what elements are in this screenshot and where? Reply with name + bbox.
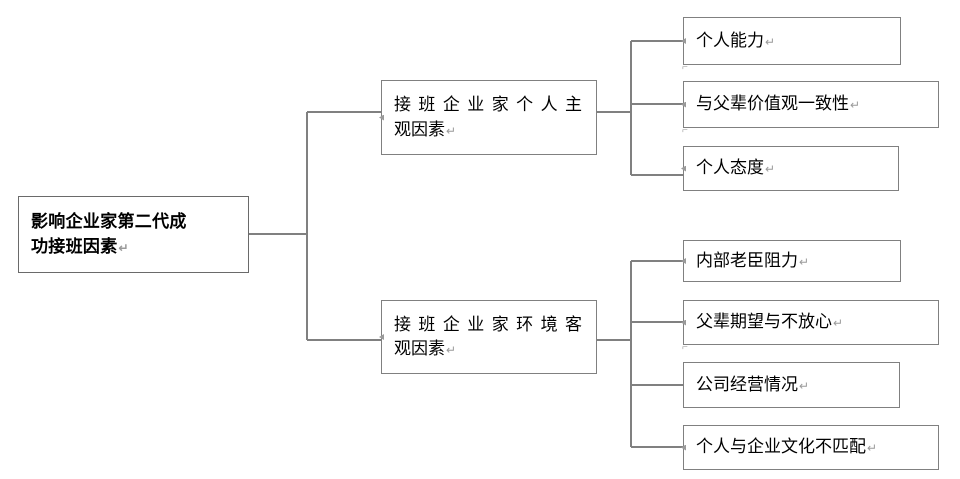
corner-mark-icon: ⌐ <box>682 62 688 73</box>
anchor-marker-icon <box>379 114 384 121</box>
anchor-marker-icon <box>681 38 686 44</box>
node-root[interactable]: 影响企业家第二代成功接班因素↵ <box>18 196 249 273</box>
node-leaf-personal-attitude-label: 个人态度↵ <box>696 158 776 178</box>
pilcrow-mark: ↵ <box>765 162 776 177</box>
node-branch-subjective[interactable]: 接班企业家个人主观因素↵ <box>379 80 597 155</box>
node-leaf-company-performance-label: 公司经营情况↵ <box>696 374 810 394</box>
corner-mark-icon: ⌐ <box>682 125 688 136</box>
node-leaf-value-alignment-label: 与父辈价值观一致性↵ <box>696 94 861 114</box>
node-leaf-veteran-resistance-label: 内部老臣阻力↵ <box>696 250 810 270</box>
anchor-marker-icon <box>681 165 686 172</box>
anchor-marker-icon <box>681 258 686 264</box>
pilcrow-mark: ↵ <box>850 98 861 113</box>
anchor-marker-icon <box>681 319 686 326</box>
node-leaf-personal-attitude[interactable]: 个人态度↵ <box>681 146 899 191</box>
node-branch-objective[interactable]: 接班企业家环境客观因素↵ <box>379 300 597 374</box>
node-leaf-culture-mismatch[interactable]: 个人与企业文化不匹配↵ <box>681 425 939 470</box>
pilcrow-mark: ↵ <box>765 34 776 49</box>
pilcrow-mark: ↵ <box>118 240 129 255</box>
node-leaf-value-alignment[interactable]: ⌐ 与父辈价值观一致性↵ <box>681 81 939 136</box>
node-leaf-personal-ability-label: 个人能力↵ <box>696 30 776 50</box>
node-branch-objective-label: 接班企业家环境客观因素↵ <box>394 314 582 358</box>
anchor-marker-icon <box>681 101 686 108</box>
pilcrow-mark: ↵ <box>799 378 810 393</box>
anchor-marker-icon <box>681 444 686 451</box>
pilcrow-mark: ↵ <box>833 316 844 331</box>
node-leaf-culture-mismatch-label: 个人与企业文化不匹配↵ <box>696 437 878 457</box>
anchor-marker-icon <box>379 334 384 340</box>
node-root-label: 影响企业家第二代成功接班因素↵ <box>31 212 187 256</box>
pilcrow-mark: ↵ <box>446 123 457 138</box>
node-leaf-veteran-resistance[interactable]: 内部老臣阻力↵ <box>681 240 901 282</box>
node-leaf-company-performance[interactable]: 公司经营情况↵ <box>683 362 900 408</box>
corner-mark-icon: ⌐ <box>682 342 688 353</box>
node-leaf-parent-expectation-label: 父辈期望与不放心↵ <box>696 312 844 332</box>
node-branch-subjective-label: 接班企业家个人主观因素↵ <box>394 95 582 139</box>
node-leaf-parent-expectation[interactable]: ⌐ 父辈期望与不放心↵ <box>681 300 939 353</box>
node-leaf-personal-ability[interactable]: ⌐ 个人能力↵ <box>681 17 901 73</box>
pilcrow-mark: ↵ <box>446 343 457 357</box>
pilcrow-mark: ↵ <box>867 441 878 456</box>
pilcrow-mark: ↵ <box>799 254 810 269</box>
